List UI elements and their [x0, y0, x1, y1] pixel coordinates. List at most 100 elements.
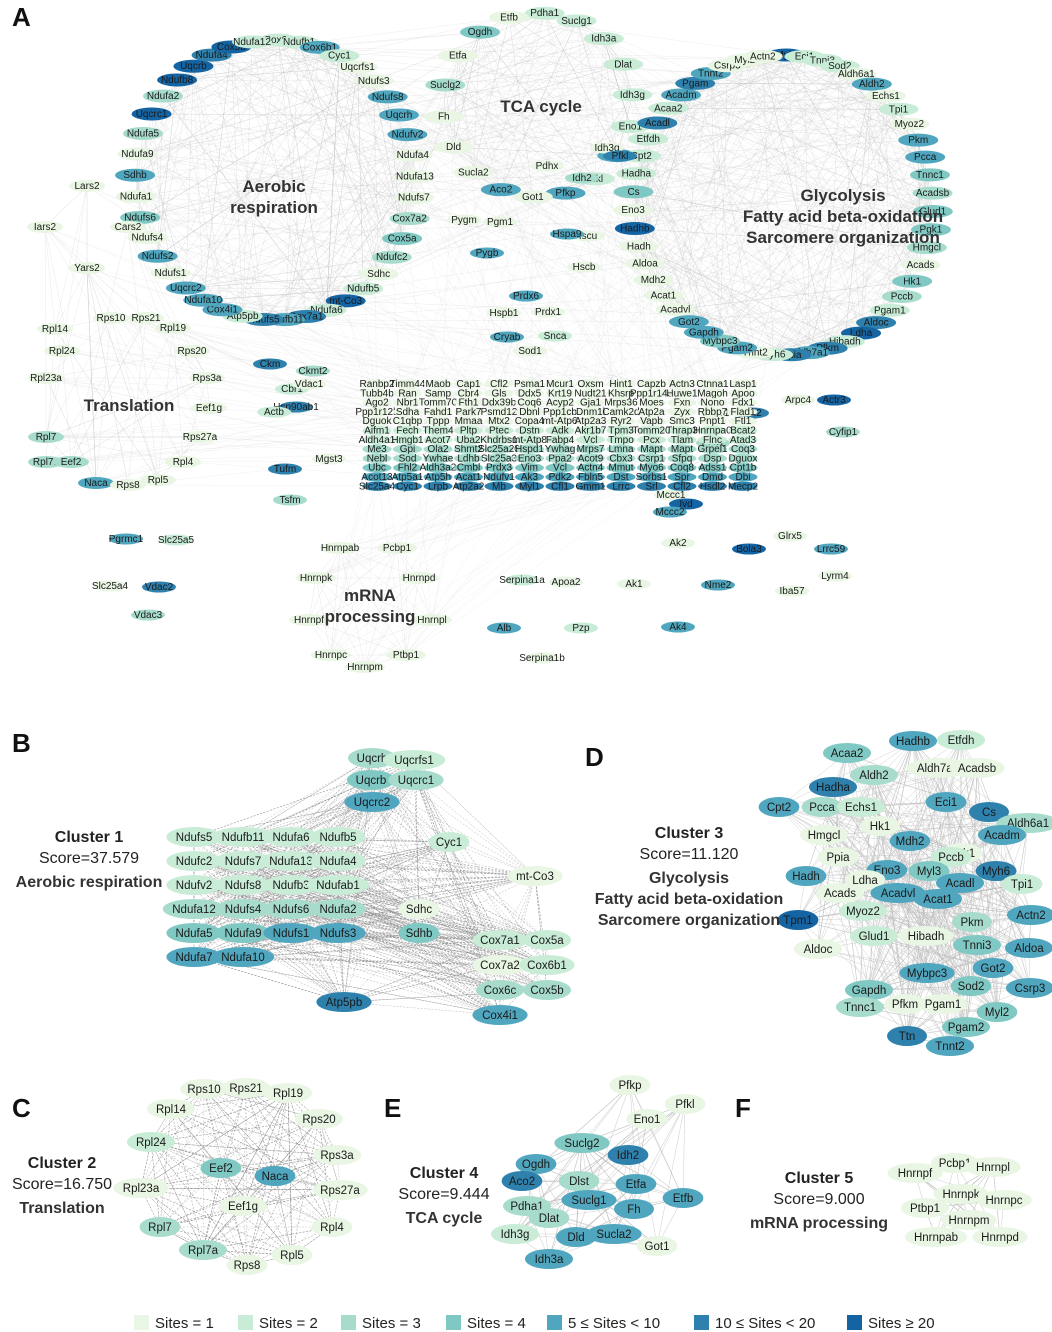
node-lasp1: Lasp1 — [728, 379, 758, 390]
node-ellipse — [128, 312, 164, 324]
edge — [319, 47, 392, 258]
node-ellipse — [972, 958, 1014, 978]
edge — [594, 94, 633, 179]
edge — [695, 83, 931, 176]
node-nebl: Nebl — [362, 453, 392, 464]
node-maob: Maob — [423, 379, 453, 390]
node-label: Acat1 — [923, 894, 952, 906]
node-ellipse — [325, 294, 366, 308]
node-hnrnpd: Hnrnpd — [972, 1227, 1028, 1247]
edge — [157, 79, 178, 257]
node-label: Mmaa — [455, 416, 483, 427]
node-label: Hnrnpm — [347, 662, 383, 673]
node-label: Rps20 — [302, 1114, 335, 1126]
edge — [202, 1189, 341, 1251]
node-ellipse — [182, 431, 218, 443]
node-myl2: Myl2 — [976, 1002, 1018, 1022]
edge — [387, 96, 652, 478]
node-mt-co3: mt-Co3 — [325, 294, 366, 308]
edge — [363, 246, 639, 289]
node-got2: Got2 — [972, 958, 1014, 978]
edge — [398, 114, 469, 422]
edge — [418, 932, 501, 1016]
node-label: Srl — [645, 481, 657, 492]
node-gapdh: Gapdh — [683, 325, 724, 339]
edge — [134, 47, 320, 176]
edge — [636, 173, 862, 334]
edge — [663, 54, 787, 296]
node-cox5a: Cox5a — [523, 930, 571, 950]
node-hadhb: Hadhb — [614, 221, 655, 235]
edge — [337, 836, 420, 910]
edge — [182, 377, 208, 463]
node-ellipse — [728, 416, 758, 426]
edge — [242, 197, 414, 317]
node-ddx39b: Ddx39b — [482, 398, 517, 409]
node-ellipse — [698, 463, 727, 473]
edge — [636, 173, 890, 311]
node-ellipse — [295, 1109, 343, 1129]
edge — [142, 133, 378, 468]
edge — [337, 908, 501, 1016]
node-rpl5: Rpl5 — [140, 474, 176, 486]
node-label: Ndufs8 — [225, 880, 261, 892]
node-label: Ppp1r14a — [630, 388, 674, 399]
node-label: Mcur1 — [546, 379, 574, 390]
edge — [744, 59, 933, 194]
node-acadsb: Acadsb — [949, 758, 1005, 778]
node-hnrnpa0: Hnrnpa0 — [693, 426, 732, 437]
node-ellipse — [1007, 905, 1052, 925]
edge — [251, 41, 392, 258]
node-ellipse — [667, 398, 697, 408]
node-ellipse — [892, 274, 933, 288]
node-label: Cox5a — [530, 935, 564, 947]
node-ellipse — [732, 543, 766, 555]
node-sdhb: Sdhb — [115, 168, 156, 182]
edge — [61, 350, 72, 463]
edge — [827, 157, 926, 349]
node-lmna: Lmna — [606, 444, 636, 455]
node-ellipse — [836, 997, 884, 1017]
edge — [688, 56, 805, 322]
node-label: Tomm70 — [419, 398, 458, 409]
node-ellipse — [232, 35, 273, 49]
node-hnrnpm: Hnrnpm — [345, 661, 385, 673]
node-ellipse — [667, 444, 697, 454]
node-etfa: Etfa — [615, 1174, 657, 1194]
edge — [315, 486, 469, 579]
node-ellipse — [953, 935, 1001, 955]
node-serpina1b: Serpina1b — [519, 652, 565, 664]
legend-swatch — [446, 1315, 461, 1330]
edge — [193, 66, 264, 320]
edge — [339, 547, 366, 668]
node-label: Flad1 — [730, 407, 755, 418]
node-label: Sod — [399, 453, 417, 464]
edge — [703, 140, 919, 333]
edge — [453, 13, 545, 148]
edge — [203, 46, 232, 301]
edge — [681, 193, 933, 412]
edge — [415, 779, 501, 1016]
node-ellipse — [576, 425, 605, 436]
cluster-function: Aerobic respiration — [16, 874, 163, 891]
edge — [337, 841, 450, 934]
node-eef1g: Eef1g — [219, 1196, 267, 1216]
edge — [688, 74, 857, 322]
edge — [193, 884, 244, 958]
node-atp2a3: Atp2a3 — [575, 416, 607, 427]
edge — [147, 66, 194, 238]
edge — [581, 1142, 684, 1199]
node-label: Mecp2 — [728, 481, 758, 492]
edge — [140, 155, 413, 218]
node-ellipse — [515, 379, 544, 389]
edge — [193, 860, 339, 934]
node-ellipse — [515, 481, 544, 491]
node-ellipse — [637, 116, 678, 130]
node-ellipse — [545, 416, 575, 426]
edge — [337, 932, 345, 1003]
edge — [387, 96, 530, 403]
node-pcx: Pcx — [637, 435, 666, 446]
node-aldoc: Aldoc — [794, 939, 842, 959]
node-label: Ndufs7 — [225, 856, 261, 868]
